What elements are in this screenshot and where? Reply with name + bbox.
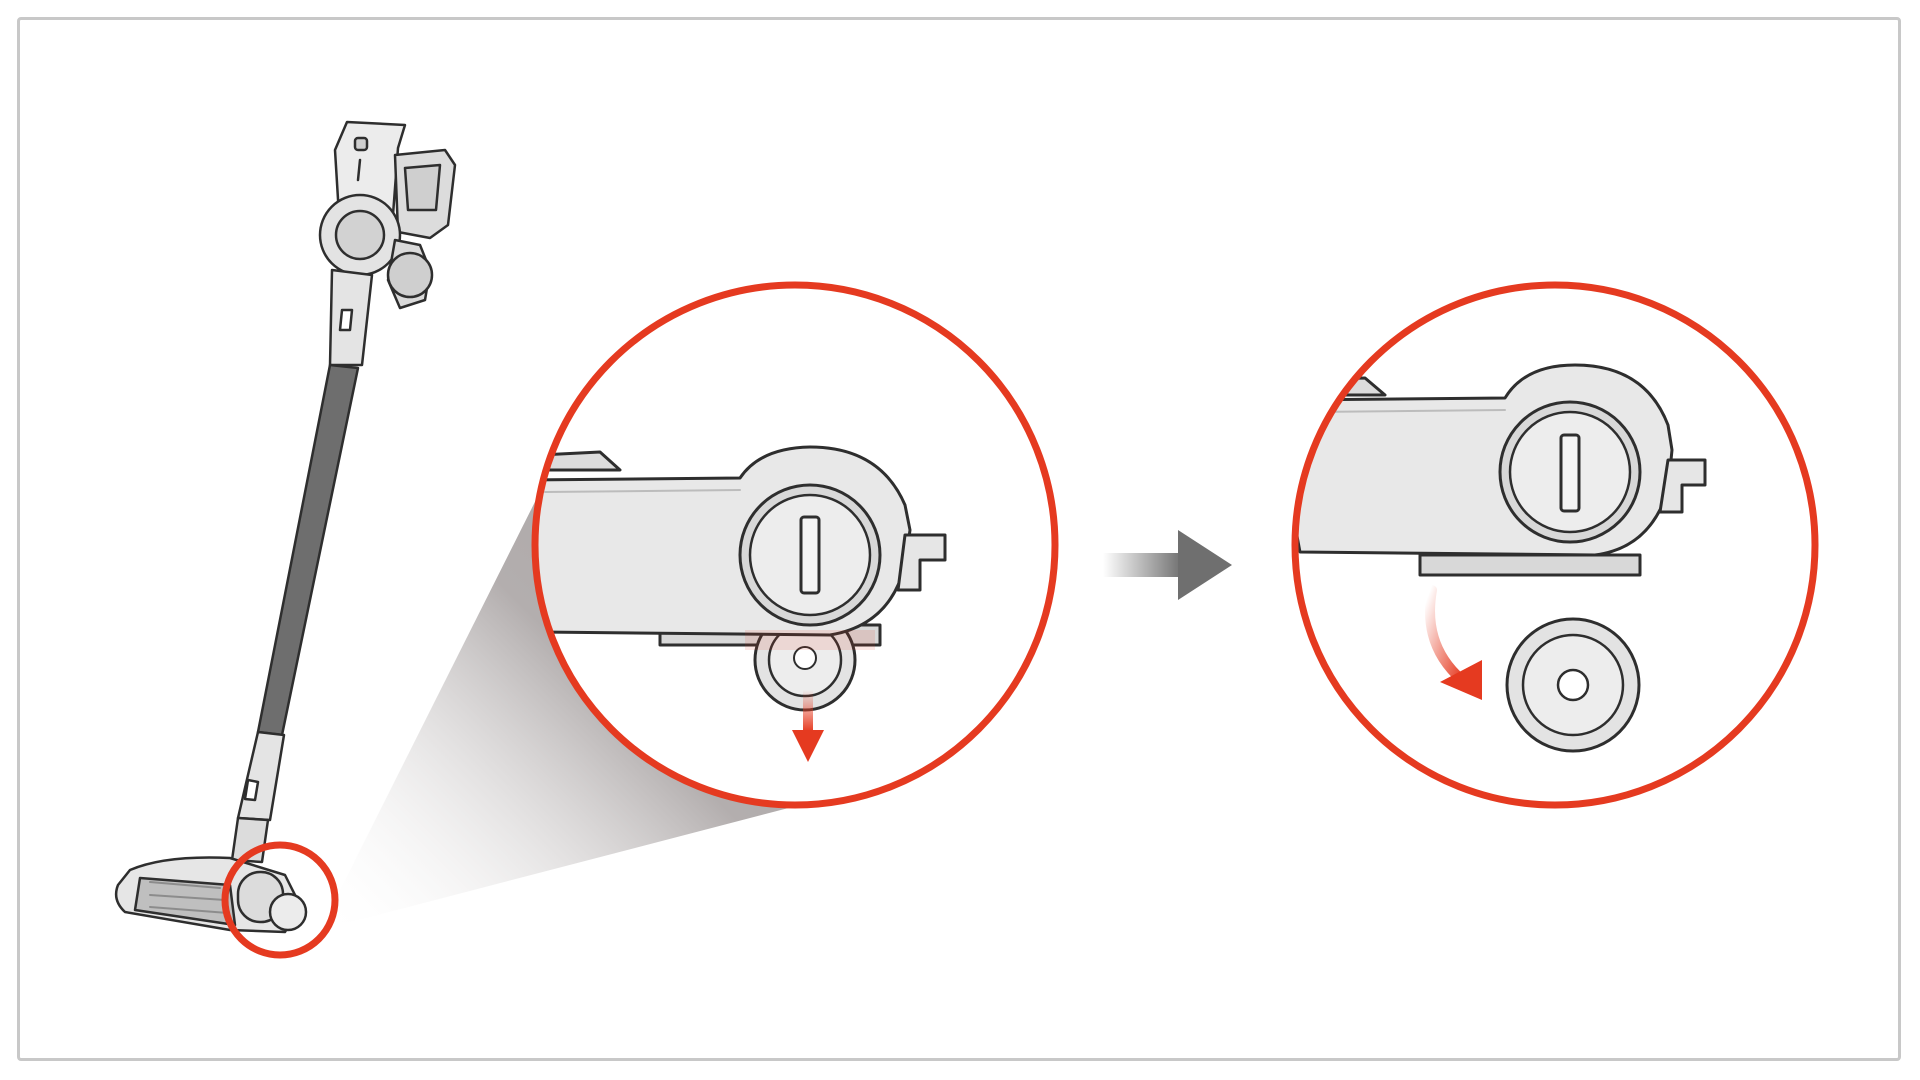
vacuum-brush-end-cap (268, 892, 308, 932)
zoom-source-circle (221, 841, 339, 959)
detail-circle-removed (1291, 281, 1819, 809)
vacuum-tube (256, 363, 360, 737)
stick-vacuum-illustration (114, 120, 457, 934)
removal-arrow-curved (1425, 585, 1482, 700)
release-arrow-down (792, 690, 824, 762)
detail-circle-release (531, 281, 1059, 809)
sequence-arrow-right (1103, 530, 1232, 600)
zoom-beam (320, 452, 800, 930)
end-cap-removed (1505, 617, 1641, 753)
